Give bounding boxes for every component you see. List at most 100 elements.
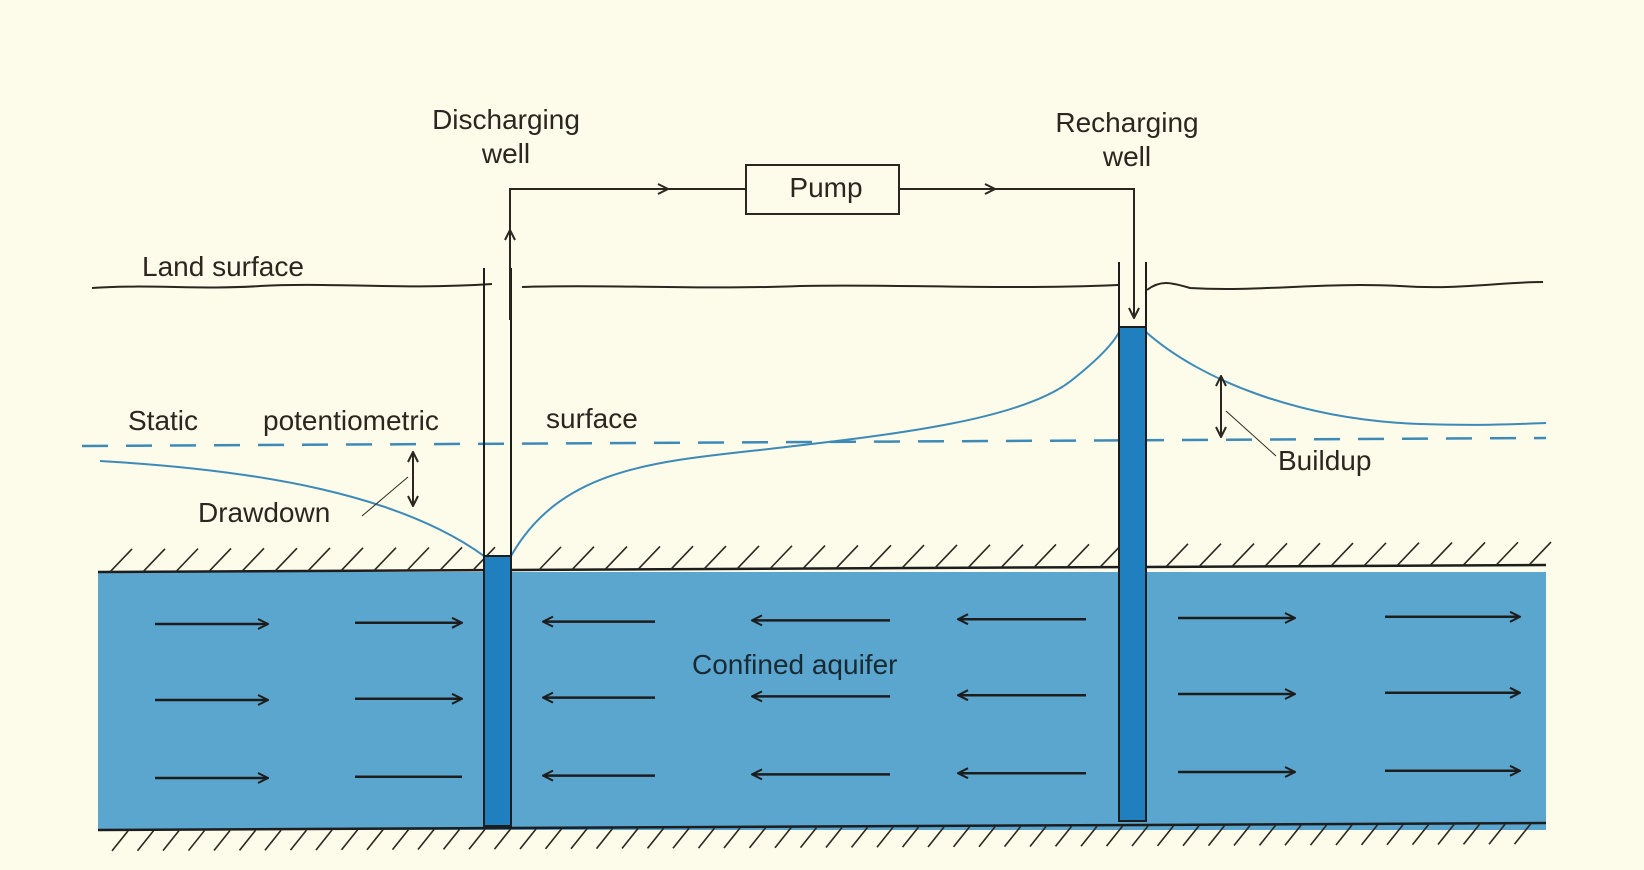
potentiometric-label: potentiometric xyxy=(263,405,439,436)
hatch-mark xyxy=(876,826,894,848)
flow-arrows xyxy=(155,617,1520,778)
buildup-leader xyxy=(1225,410,1277,457)
static-label: Static xyxy=(128,405,198,436)
hatch-mark xyxy=(1131,825,1149,847)
hatch-mark xyxy=(1411,824,1430,846)
hatch-mark xyxy=(748,827,767,849)
hatch-mark xyxy=(1513,823,1532,845)
hatch-mark xyxy=(238,829,257,851)
hatch-mark xyxy=(1495,541,1519,566)
hatch-mark xyxy=(1029,825,1047,847)
hatch-mark xyxy=(901,826,920,848)
hatch-mark xyxy=(703,545,727,570)
hatch-mark xyxy=(1264,542,1288,567)
hatch-mark xyxy=(136,830,155,852)
hatch-mark xyxy=(1386,824,1404,846)
hatch-mark xyxy=(274,547,298,572)
hatch-mark xyxy=(175,548,199,573)
discharging-well-water xyxy=(483,555,512,827)
hatch-mark xyxy=(570,828,588,850)
hatch-mark xyxy=(373,547,397,572)
aquifer-top-boundary xyxy=(97,563,1547,574)
drawdown-cone-right xyxy=(510,329,1121,557)
pump-label: Pump xyxy=(789,172,862,203)
hatch-mark xyxy=(1330,542,1354,567)
hatch-mark xyxy=(417,828,435,850)
aquifer-bottom-boundary xyxy=(97,821,1547,832)
hatch-mark xyxy=(264,829,282,851)
hatch-mark xyxy=(850,826,869,848)
hatch-mark xyxy=(978,826,996,848)
hatch-mark xyxy=(366,829,384,851)
hatch-mark xyxy=(637,545,661,570)
static-potentiometric-surface xyxy=(81,436,1547,448)
hatch-mark xyxy=(391,829,410,851)
recharging-well-label-line2: well xyxy=(1102,141,1151,172)
hatch-mark xyxy=(187,830,206,852)
land-surface-line xyxy=(91,281,1544,291)
hatch-mark xyxy=(1003,826,1022,848)
hatch-mark xyxy=(769,545,793,570)
hatch-mark xyxy=(672,827,690,849)
hatch-mark xyxy=(901,544,925,569)
hatch-mark xyxy=(621,827,639,849)
recharging-well-label-line1: Recharging xyxy=(1055,107,1198,138)
surface-label: surface xyxy=(546,403,638,434)
hatch-mark xyxy=(213,829,231,851)
drawdown-label: Drawdown xyxy=(198,497,330,528)
hatch-mark xyxy=(1528,541,1552,566)
hatch-mark xyxy=(1462,823,1481,845)
pump-box xyxy=(745,164,900,215)
hatch-mark xyxy=(571,546,595,571)
hatch-mark xyxy=(493,828,512,850)
drawdown-cone-left xyxy=(99,460,485,557)
hatch-mark xyxy=(604,545,628,571)
hatch-mark xyxy=(1488,823,1506,845)
hatch-mark xyxy=(595,828,614,850)
hatch-mark xyxy=(1198,543,1222,568)
hatch-mark xyxy=(1054,825,1073,847)
discharging-well-label-line2: well xyxy=(481,138,530,169)
hatch-mark xyxy=(1156,825,1175,847)
hatch-mark xyxy=(1396,542,1420,567)
hatch-mark xyxy=(1462,541,1486,566)
confined-aquifer-label: Confined aquifer xyxy=(692,649,897,680)
drawdown-leader xyxy=(361,476,409,517)
hatch-mark xyxy=(406,546,430,572)
recharging-well xyxy=(1118,262,1147,822)
hatch-mark xyxy=(1105,825,1124,847)
hatch-mark xyxy=(934,544,958,569)
discharging-well-label-line1: Discharging xyxy=(432,104,580,135)
hatch-mark xyxy=(1258,824,1277,846)
hatch-mark xyxy=(1309,824,1328,846)
confined-aquifer xyxy=(98,572,1546,830)
hatch-mark xyxy=(544,828,563,850)
hatch-mark xyxy=(723,827,741,849)
hatch-mark xyxy=(697,827,716,849)
discharging-well xyxy=(483,268,512,827)
hatch-mark xyxy=(1335,824,1353,846)
hatch-mark xyxy=(241,547,265,572)
hatch-mark xyxy=(802,545,826,570)
hatch-mark xyxy=(538,546,562,571)
hatch-mark xyxy=(208,547,232,573)
buildup-label: Buildup xyxy=(1278,445,1371,476)
hatch-mark xyxy=(1297,542,1321,567)
hatch-mark xyxy=(468,828,486,850)
hatch-mark xyxy=(1231,542,1255,568)
hatch-mark xyxy=(439,546,463,571)
hatch-mark xyxy=(952,826,971,848)
hatch-mark xyxy=(967,544,991,569)
hatch-mark xyxy=(646,827,665,849)
hatch-mark xyxy=(1284,824,1302,846)
hatch-mark xyxy=(1182,825,1200,847)
hatch-mark xyxy=(835,544,859,569)
hatch-mark xyxy=(1429,542,1453,567)
hatch-mark xyxy=(1080,825,1098,847)
hatch-mark xyxy=(1165,543,1189,568)
land-surface-label: Land surface xyxy=(142,251,304,282)
hatch-mark xyxy=(825,826,843,848)
hatch-mark xyxy=(111,830,129,852)
hatch-mark xyxy=(519,828,537,850)
